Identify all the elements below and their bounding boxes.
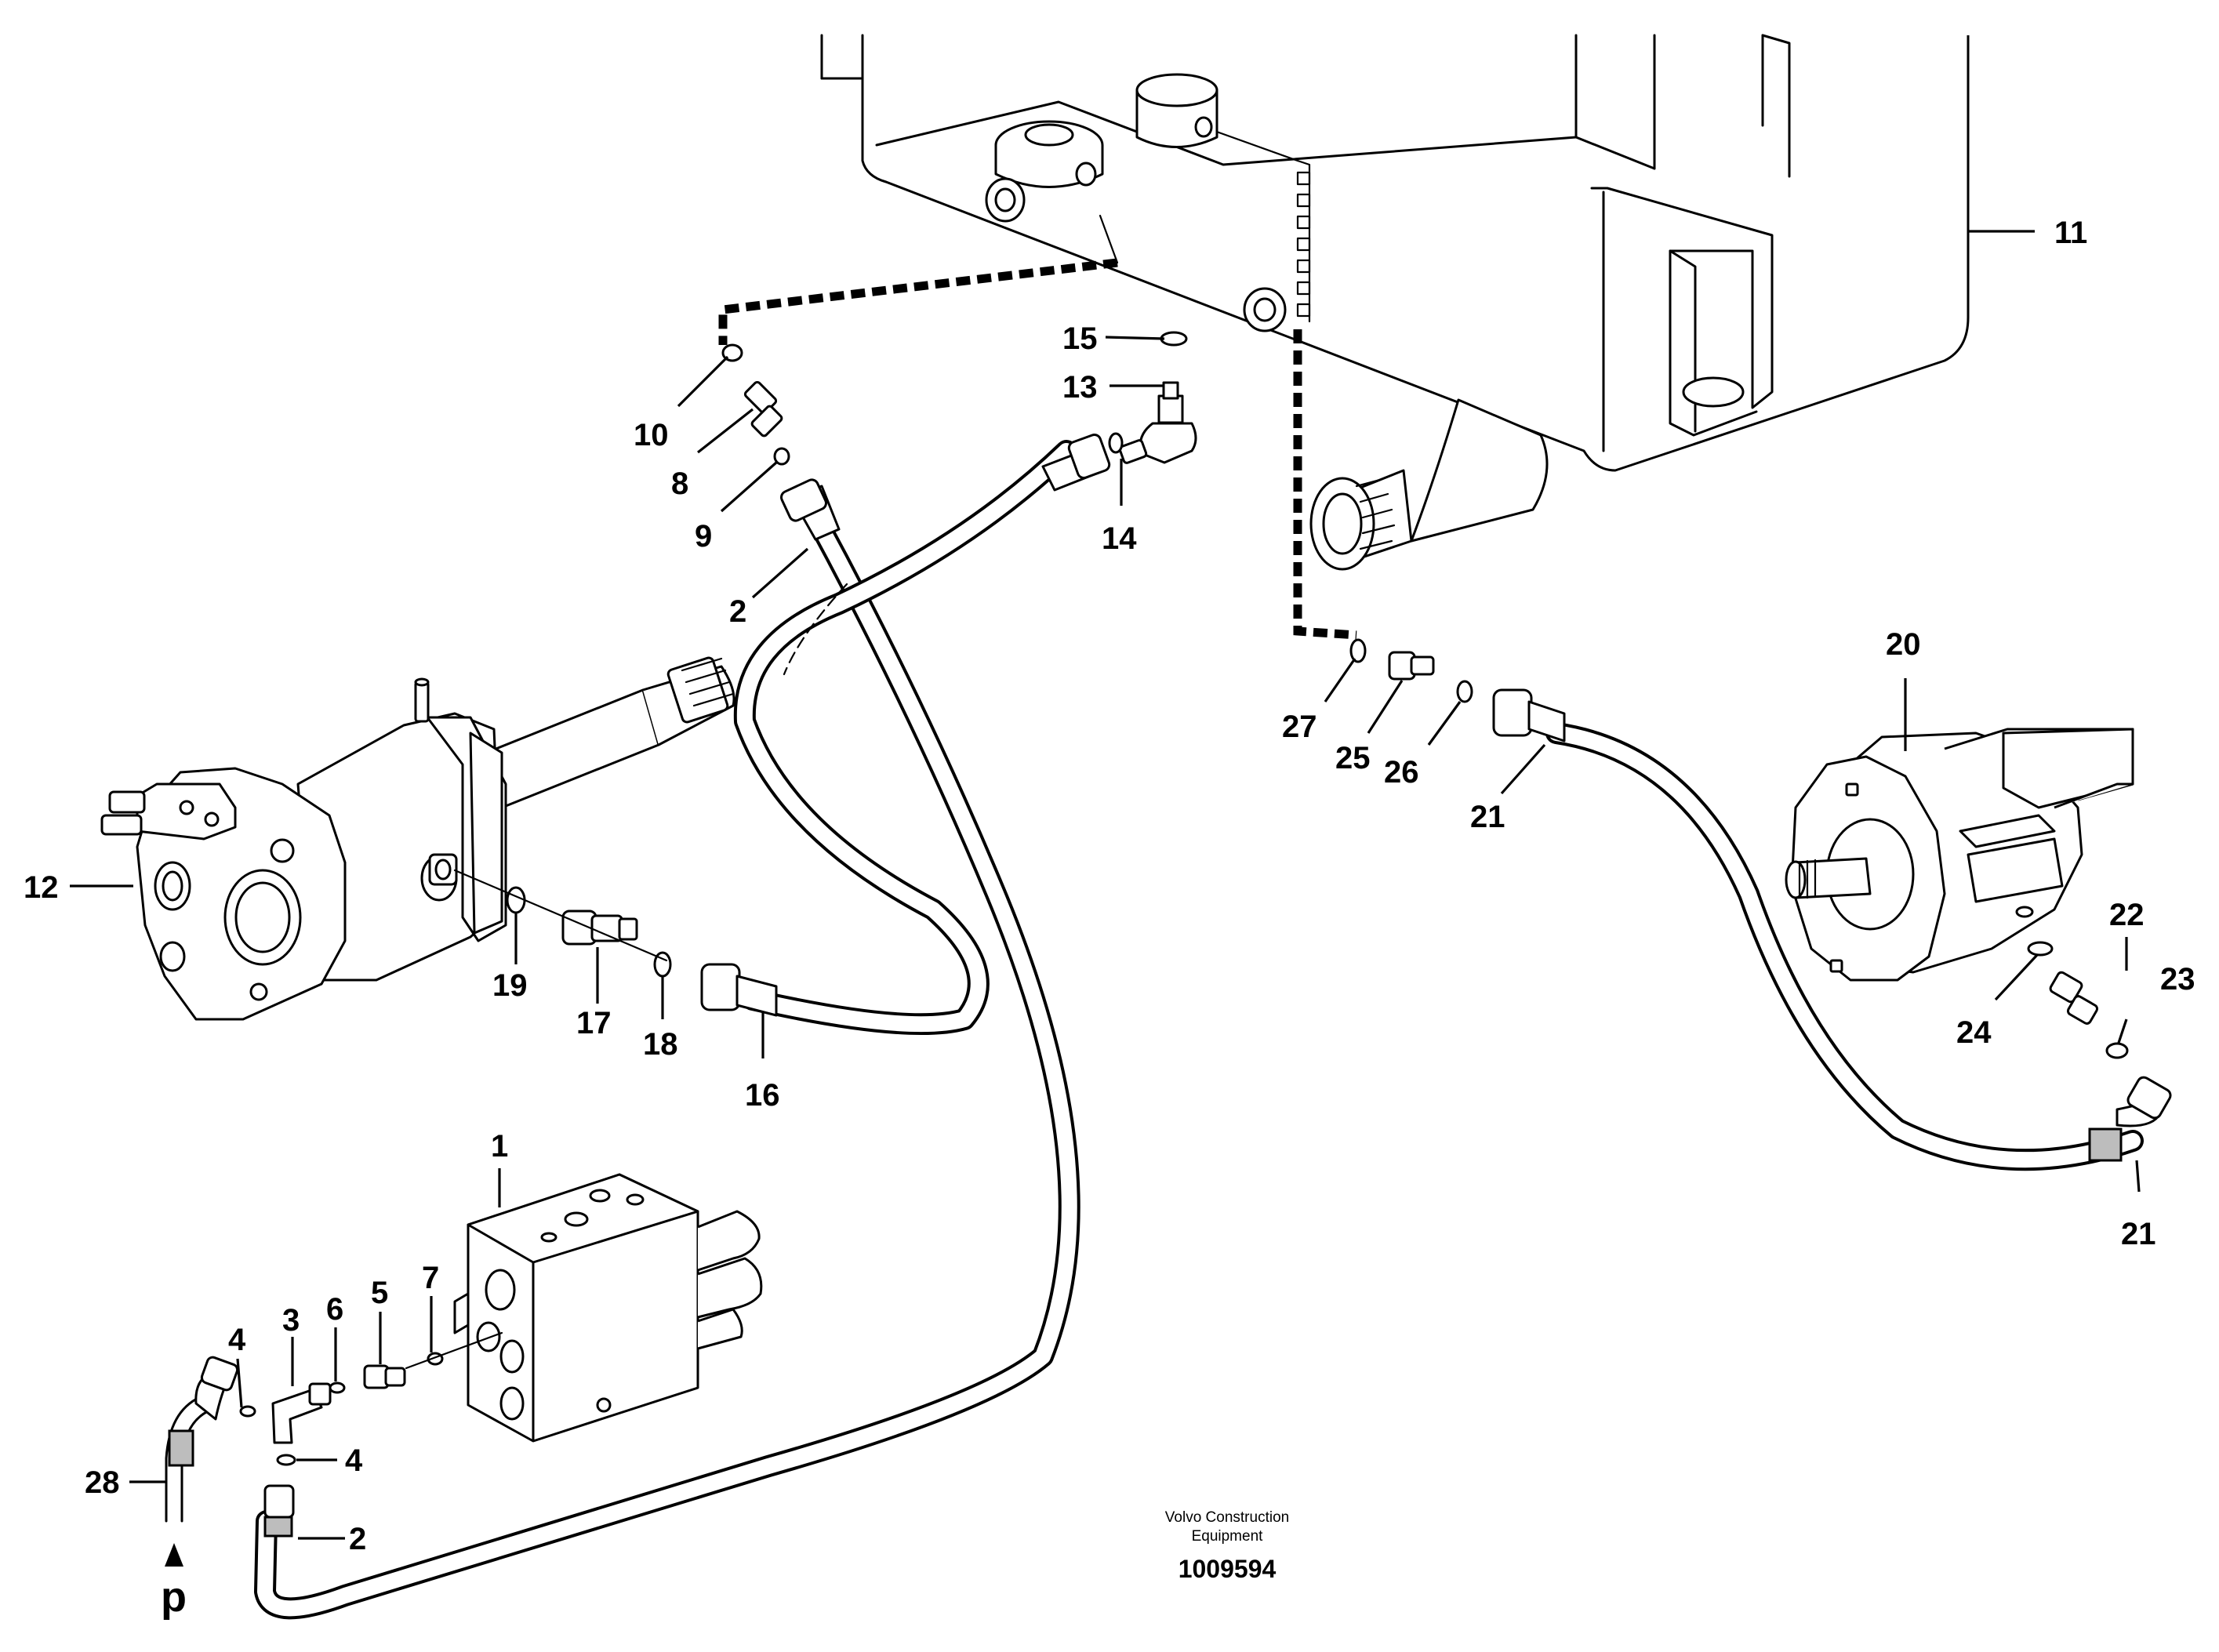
company-line-1: Volvo Construction	[1165, 1509, 1289, 1526]
label-7: 7	[422, 1261, 439, 1295]
label-28: 28	[85, 1465, 120, 1500]
hose-28	[165, 1396, 209, 1523]
hose-end-21-left	[1492, 688, 1566, 742]
label-3: 3	[282, 1303, 300, 1338]
label-1: 1	[491, 1129, 508, 1164]
label-15: 15	[1062, 321, 1098, 356]
hose-16	[733, 440, 1077, 1036]
hose-end-14	[1041, 434, 1111, 492]
label-19: 19	[492, 968, 528, 1003]
hydraulic-motor-20	[1785, 728, 2134, 982]
label-2-bottom: 2	[349, 1522, 366, 1556]
tank-port-left	[985, 177, 1026, 223]
seal-14	[1108, 432, 1124, 454]
label-18: 18	[643, 1027, 678, 1062]
label-20: 20	[1886, 627, 1921, 662]
hose-end-2-bottom	[263, 1484, 295, 1538]
hose-21	[1545, 722, 2144, 1171]
seal-23	[2105, 1042, 2129, 1059]
label-2-top: 2	[729, 594, 746, 629]
nipple-25	[1388, 651, 1435, 681]
footer: Volvo Construction Equipment 1009594	[1165, 1509, 1289, 1583]
label-10: 10	[634, 418, 669, 452]
label-26: 26	[1384, 755, 1419, 790]
elbow-13	[1118, 381, 1197, 464]
label-24: 24	[1956, 1015, 1992, 1050]
label-13: 13	[1062, 370, 1098, 405]
seal-6	[329, 1382, 346, 1394]
label-17: 17	[576, 1006, 612, 1040]
label-21-left: 21	[1470, 800, 1505, 834]
label-14: 14	[1102, 521, 1137, 556]
nipple-17	[561, 910, 638, 946]
label-21-right: 21	[2121, 1217, 2156, 1251]
hydraulic-pump-12	[100, 656, 735, 1021]
suction-pipe	[1309, 398, 1549, 571]
hydraulic-tank	[820, 34, 1970, 571]
seal-27	[1349, 638, 1367, 663]
label-23: 23	[2160, 962, 2195, 997]
label-16: 16	[745, 1078, 780, 1113]
elbow-hose-end-28	[194, 1356, 239, 1421]
seal-24	[2027, 941, 2054, 957]
label-6: 6	[326, 1292, 343, 1327]
label-9: 9	[695, 519, 712, 554]
seal-19	[506, 886, 526, 914]
pilot-line-left	[718, 258, 1118, 345]
label-22: 22	[2109, 898, 2145, 932]
label-12: 12	[24, 870, 59, 905]
pressure-label: p	[161, 1574, 187, 1621]
hose-end-16	[700, 963, 778, 1017]
pressure-arrow	[165, 1543, 183, 1567]
leader-lines	[70, 230, 2141, 1540]
company-line-2: Equipment	[1192, 1528, 1264, 1545]
valve-block-1	[453, 1173, 763, 1443]
nipple-5	[363, 1364, 406, 1389]
nipple-22	[2049, 971, 2099, 1025]
label-27: 27	[1282, 710, 1317, 744]
tank-port-bottom	[1243, 287, 1287, 332]
label-8: 8	[671, 467, 688, 501]
hose-end-21-right	[2088, 1076, 2172, 1162]
label-5: 5	[371, 1276, 388, 1310]
seal-4-left	[239, 1405, 256, 1418]
pilot-line-right	[1293, 329, 1357, 640]
part-number-labels: 11 15 13 14 10 8 9 2 12 19 17 18 16 27 2…	[24, 216, 2195, 1621]
drawing-number: 1009594	[1179, 1555, 1277, 1583]
label-11: 11	[2054, 216, 2087, 250]
tee-3	[271, 1382, 332, 1444]
seal-4-bottom	[276, 1454, 296, 1466]
label-25: 25	[1335, 741, 1371, 775]
hose-end-2-top	[780, 478, 841, 541]
seal-15	[1160, 331, 1188, 347]
seal-9	[773, 447, 790, 466]
tank-breather	[1135, 73, 1218, 148]
hose-2	[254, 506, 1080, 1620]
label-4-left: 4	[228, 1323, 246, 1357]
label-4-bottom: 4	[345, 1443, 363, 1478]
nipple-8	[743, 380, 783, 438]
seal-26	[1456, 680, 1473, 703]
tank-port-boss	[994, 120, 1104, 188]
